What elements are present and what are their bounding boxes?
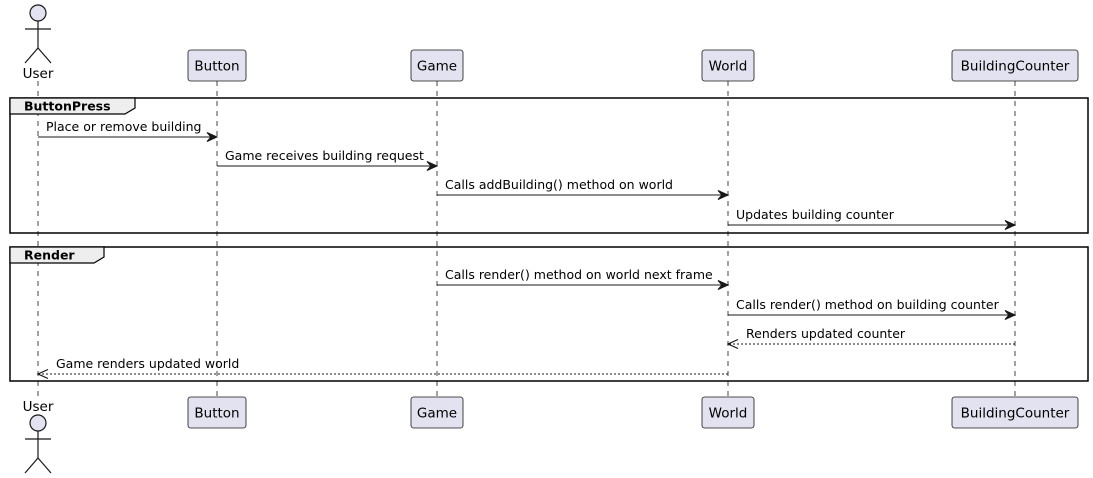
filled-arrowhead bbox=[717, 190, 730, 200]
participant-button-bottom: Button bbox=[187, 396, 247, 429]
participant-label: User bbox=[23, 66, 54, 82]
participants: UserUserButtonButtonGameGameWorldWorldBu… bbox=[23, 4, 1079, 474]
fragment-title: Render bbox=[24, 248, 75, 263]
participant-box bbox=[187, 49, 247, 82]
message-4: Updates building counter bbox=[728, 207, 1017, 230]
message-label: Updates building counter bbox=[736, 207, 895, 222]
participant-game-bottom: Game bbox=[410, 396, 464, 429]
fragment-title: ButtonPress bbox=[24, 99, 111, 114]
message-1: Place or remove building bbox=[38, 119, 219, 142]
participant-box bbox=[701, 396, 755, 429]
participant-world-top: World bbox=[701, 49, 755, 82]
actor-stick-figure-icon bbox=[24, 4, 52, 64]
fragment-tab bbox=[9, 97, 136, 115]
participant-box bbox=[187, 396, 247, 429]
participant-box bbox=[951, 396, 1079, 429]
message-5: Calls render() method on world next fram… bbox=[437, 267, 730, 290]
fragment-frame bbox=[9, 246, 1089, 382]
participant-game-top: Game bbox=[410, 49, 464, 82]
message-3: Calls addBuilding() method on world bbox=[437, 177, 730, 200]
participant-label: BuildingCounter bbox=[961, 59, 1070, 75]
fragment-frame bbox=[9, 97, 1089, 234]
filled-arrowhead bbox=[1004, 310, 1017, 320]
participant-label: Game bbox=[417, 59, 457, 75]
participant-counter-bottom: BuildingCounter bbox=[951, 396, 1079, 429]
filled-arrowhead bbox=[206, 132, 219, 142]
open-arrowhead bbox=[726, 338, 739, 350]
actor-stick-figure-icon bbox=[24, 414, 52, 474]
message-label: Calls addBuilding() method on world bbox=[445, 177, 673, 192]
participant-label: Button bbox=[194, 406, 239, 422]
message-label: Place or remove building bbox=[46, 119, 201, 134]
participant-box bbox=[410, 49, 464, 82]
participant-counter-top: BuildingCounter bbox=[951, 49, 1079, 82]
fragment-buttonpress: ButtonPress bbox=[9, 97, 1089, 234]
participant-user-bottom: User bbox=[23, 399, 54, 474]
message-label: Calls render() method on building counte… bbox=[736, 297, 1000, 312]
participant-label: Button bbox=[194, 59, 239, 75]
message-8: Game renders updated world bbox=[36, 356, 728, 380]
participant-box bbox=[410, 396, 464, 429]
fragment-render: Render bbox=[9, 246, 1089, 382]
participant-label: World bbox=[709, 406, 748, 422]
participant-label: BuildingCounter bbox=[961, 406, 1070, 422]
filled-arrowhead bbox=[717, 280, 730, 290]
message-7: Renders updated counter bbox=[726, 326, 1015, 350]
fragment-tab bbox=[9, 246, 105, 264]
participant-world-bottom: World bbox=[701, 396, 755, 429]
participant-label: Game bbox=[417, 406, 457, 422]
participant-box bbox=[701, 49, 755, 82]
participant-label: User bbox=[23, 399, 54, 415]
participant-box bbox=[951, 49, 1079, 82]
open-arrowhead bbox=[36, 368, 49, 380]
participant-label: World bbox=[709, 59, 748, 75]
filled-arrowhead bbox=[1004, 220, 1017, 230]
message-label: Game receives building request bbox=[225, 148, 424, 163]
message-label: Calls render() method on world next fram… bbox=[445, 267, 713, 282]
message-2: Game receives building request bbox=[217, 148, 439, 171]
message-6: Calls render() method on building counte… bbox=[728, 297, 1017, 320]
participant-button-top: Button bbox=[187, 49, 247, 82]
message-label: Game renders updated world bbox=[56, 356, 239, 371]
participant-user-top: User bbox=[23, 4, 54, 82]
filled-arrowhead bbox=[426, 161, 439, 171]
message-label: Renders updated counter bbox=[746, 326, 906, 341]
